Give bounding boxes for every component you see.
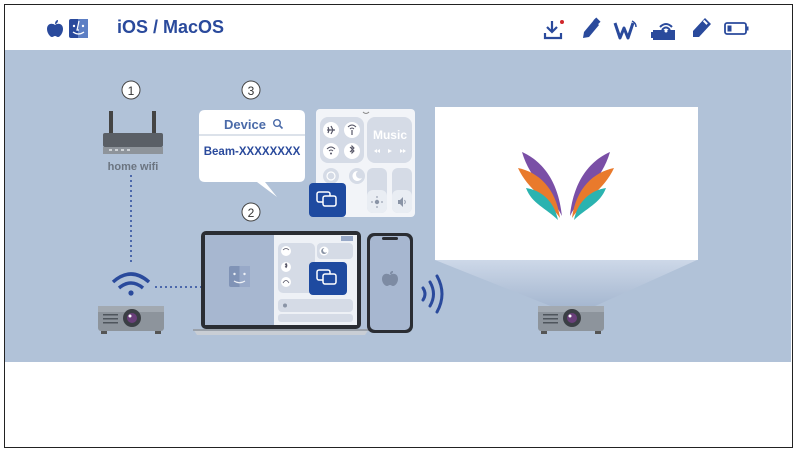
apple-icon: [47, 20, 63, 37]
projector-left: [98, 306, 164, 334]
laptop-wifi-icon: [281, 246, 291, 256]
signal-waves-icon: [421, 274, 444, 314]
butterfly-logo: [518, 152, 614, 220]
screen-mirroring-icon: [316, 191, 337, 207]
dongle-icon: [693, 18, 711, 37]
phone-icon: [367, 233, 413, 333]
step-2-label: 2: [248, 206, 255, 220]
router-icon: [103, 111, 163, 154]
screen-mirroring-button[interactable]: [309, 183, 346, 217]
page-title: iOS / MacOS: [117, 17, 225, 37]
header-icons: [47, 17, 749, 40]
orientation-lock-icon: [323, 168, 339, 184]
projector-right: [538, 306, 604, 334]
brightness-icon: [371, 196, 383, 208]
step-3-label: 3: [248, 84, 255, 98]
cellular-icon: [344, 122, 360, 138]
media-controls: [374, 149, 406, 153]
search-icon: [273, 118, 284, 130]
wifi-signal-icon: [111, 272, 151, 296]
laptop-bluetooth-icon: [281, 262, 291, 272]
music-label: Music: [373, 128, 407, 142]
download-icon: [543, 20, 564, 40]
volume-icon: [398, 197, 406, 207]
laptop-screen-mirroring-icon: [316, 269, 337, 285]
step-3-badge: 3: [241, 80, 261, 100]
step-1-label: 1: [128, 84, 135, 98]
step-2-badge: 2: [241, 202, 261, 222]
setup-diagram: 1 3 2 home wifi: [98, 80, 698, 335]
projection-beam: [435, 260, 697, 307]
apple-logo-phone: [382, 271, 398, 286]
diagram-frame: iOS / MacOS 1 3 2: [4, 4, 793, 448]
laptop-brightness-slider[interactable]: [278, 299, 353, 312]
laptop-moon-icon: [319, 246, 329, 256]
device-list-item[interactable]: Beam-XXXXXXXX: [204, 146, 301, 158]
device-popup-heading: Device: [224, 117, 266, 132]
wifi-card-icon: [651, 23, 675, 40]
wifi-direct-icon: [613, 20, 637, 40]
usb-stick-icon: [583, 17, 601, 38]
finder-icon-laptop: [229, 266, 250, 287]
finder-icon: [69, 19, 88, 38]
bluetooth-icon: [344, 143, 360, 159]
setup-diagram-panel: 1 3 2 home wifi: [5, 50, 791, 362]
laptop-airdrop-icon: [281, 277, 291, 287]
projected-screen: [435, 107, 698, 260]
laptop-screen-mirroring-button[interactable]: [309, 262, 347, 295]
header-bar: iOS / MacOS: [5, 5, 791, 50]
moon-icon: [349, 168, 365, 184]
router-label: home wifi: [108, 161, 159, 173]
device-popup: Device Beam-XXXXXXXX: [199, 110, 305, 197]
wifi-toggle-icon: [323, 143, 339, 159]
step-1-badge: 1: [121, 80, 141, 100]
battery-icon: [724, 22, 749, 35]
airplane-icon: [323, 122, 339, 138]
